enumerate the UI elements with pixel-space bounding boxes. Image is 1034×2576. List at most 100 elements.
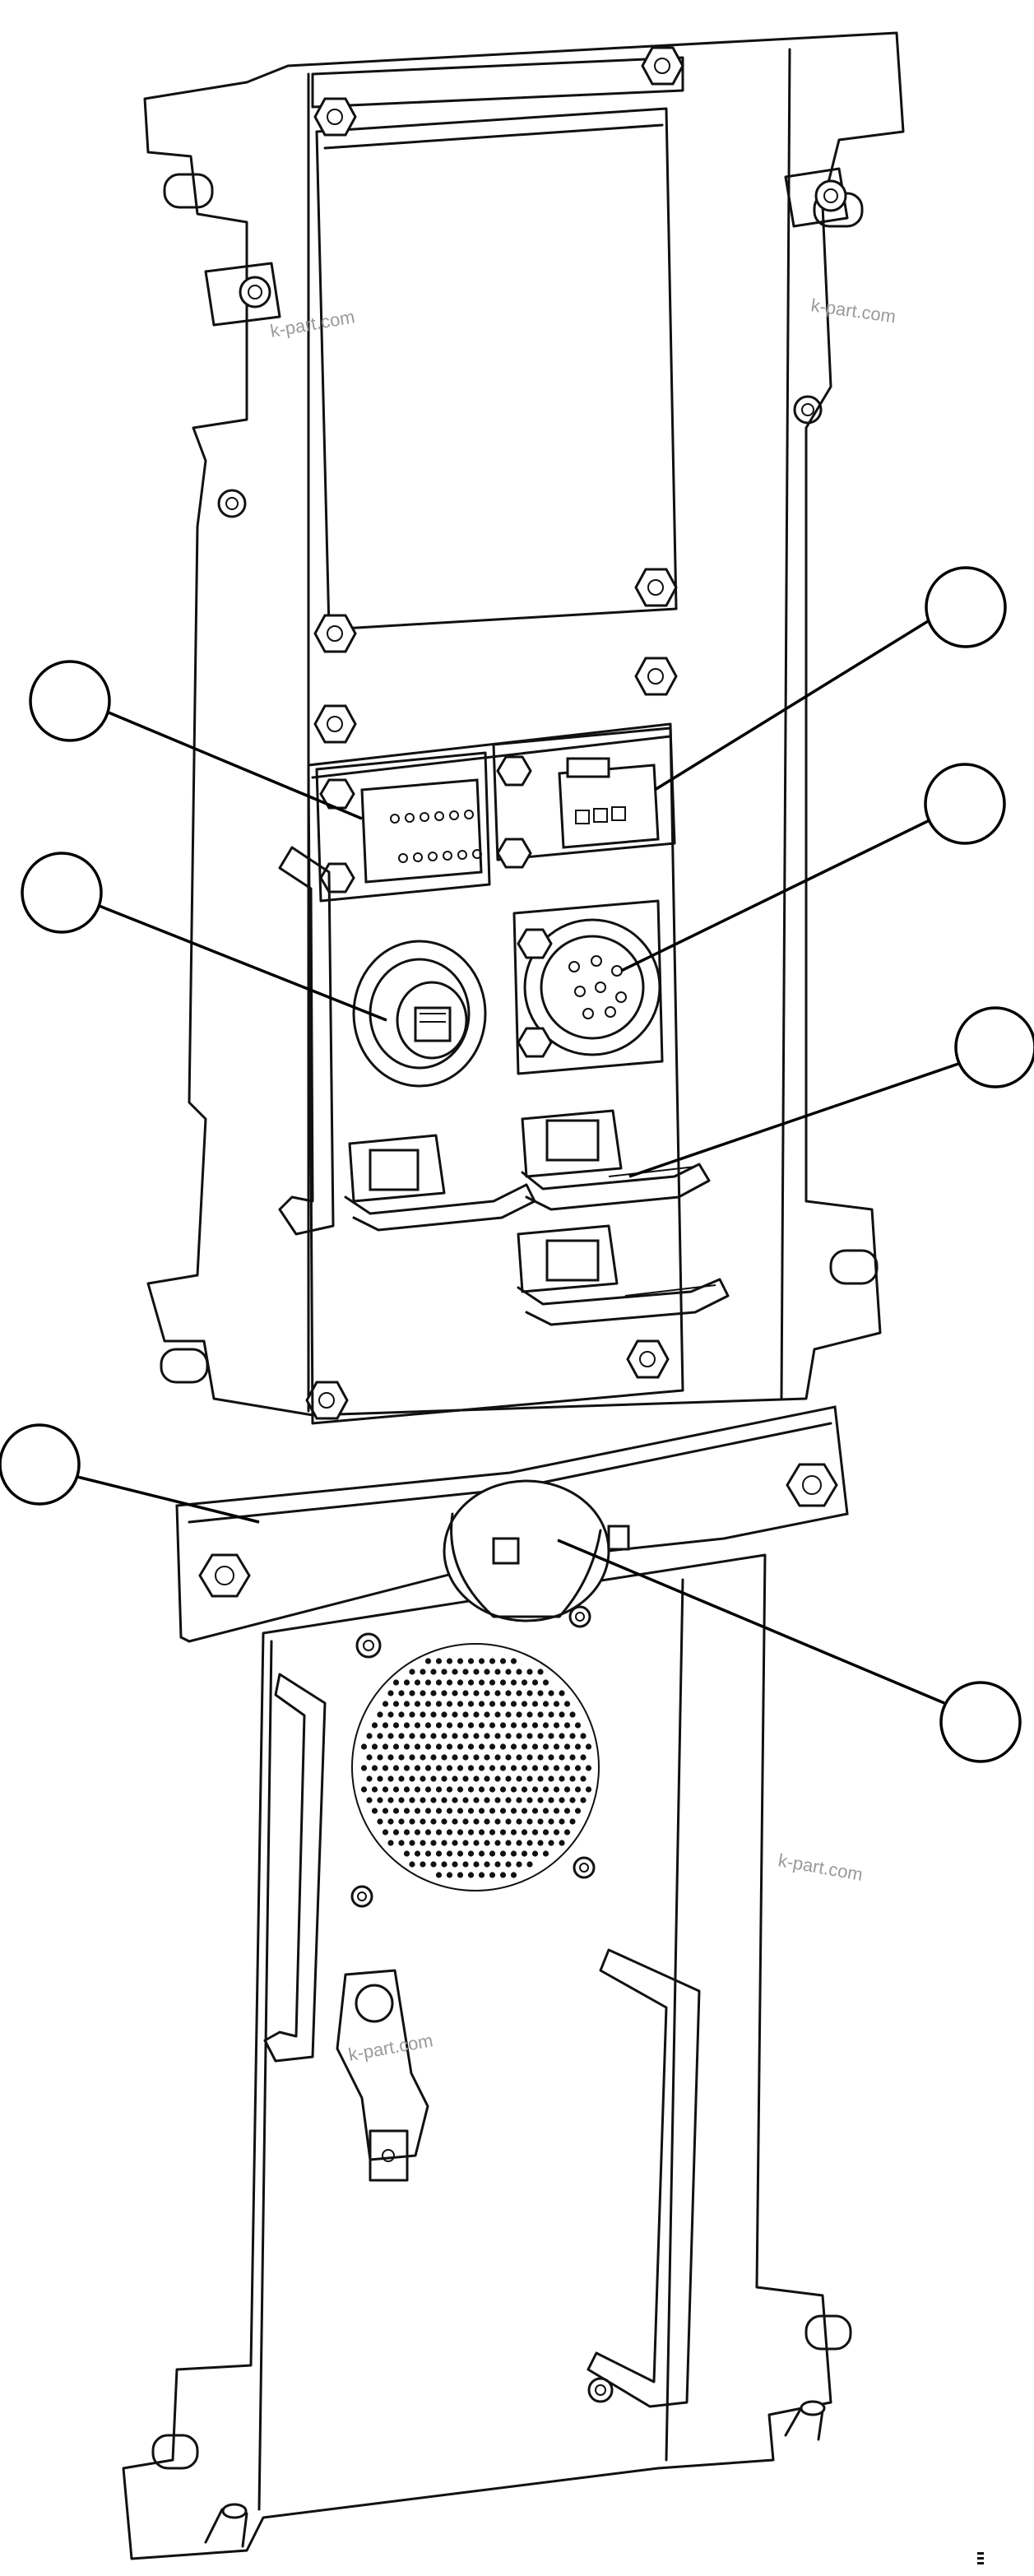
grille-hole xyxy=(392,1786,400,1793)
grille-hole xyxy=(537,1818,544,1825)
grille-hole xyxy=(467,1850,475,1857)
grille-hole xyxy=(473,1754,480,1761)
grille-hole xyxy=(580,1733,587,1739)
grille-hole xyxy=(414,1786,421,1793)
grille-hole xyxy=(398,1754,405,1761)
grille-hole xyxy=(505,1690,512,1696)
grille-hole xyxy=(435,1829,443,1836)
grille-hole xyxy=(542,1829,549,1836)
grille-hole xyxy=(553,1829,560,1836)
grille-hole xyxy=(510,1679,517,1686)
grille-hole xyxy=(441,1711,447,1718)
grille-hole xyxy=(510,1701,517,1707)
grille-hole xyxy=(521,1722,528,1729)
hex-nuts xyxy=(305,46,684,1420)
grille-hole xyxy=(499,1658,507,1664)
grille-hole xyxy=(420,1711,426,1718)
grille-hole xyxy=(446,1872,453,1878)
callout-leader xyxy=(108,711,363,820)
grille-hole xyxy=(548,1690,554,1696)
grille-hole xyxy=(499,1743,507,1750)
grille-hole xyxy=(452,1733,458,1739)
callout-leader xyxy=(628,1061,962,1178)
grille-hole xyxy=(499,1679,507,1686)
grille-hole xyxy=(441,1797,447,1803)
grille-hole xyxy=(574,1743,582,1750)
grille-hole xyxy=(403,1850,410,1857)
grille-hole xyxy=(435,1765,443,1771)
hex-nut xyxy=(313,614,357,653)
callout-balloon xyxy=(924,763,1006,845)
grille-hole xyxy=(484,1690,490,1696)
grille-hole xyxy=(521,1701,528,1707)
grille-hole xyxy=(409,1775,415,1782)
grille-hole xyxy=(387,1797,394,1803)
grille-hole xyxy=(403,1829,410,1836)
grille-hole xyxy=(484,1797,490,1803)
grille-hole xyxy=(553,1722,560,1729)
connector-panel xyxy=(307,722,684,1425)
grille-hole xyxy=(441,1775,447,1782)
grille-hole xyxy=(462,1711,469,1718)
grille-hole xyxy=(430,1711,437,1718)
grille-hole xyxy=(382,1808,389,1814)
hex-nut xyxy=(634,657,678,696)
grille-hole xyxy=(563,1743,571,1750)
grille-hole xyxy=(457,1679,464,1686)
lower-mounting-plate xyxy=(122,1553,852,2560)
grille-hole xyxy=(398,1840,405,1846)
grille-hole xyxy=(382,1829,389,1836)
grille-hole xyxy=(574,1808,582,1814)
grille-hole xyxy=(553,1786,560,1793)
grille-hole xyxy=(542,1808,549,1814)
grille-hole xyxy=(499,1829,507,1836)
grille-hole xyxy=(414,1701,421,1707)
grille-hole xyxy=(398,1797,405,1803)
grille-hole xyxy=(489,1829,496,1836)
grille-hole xyxy=(526,1818,533,1825)
grille-hole xyxy=(462,1754,469,1761)
grille-hole xyxy=(435,1679,443,1686)
grille-hole xyxy=(446,1743,453,1750)
grille-hole xyxy=(521,1743,528,1750)
grille-hole xyxy=(403,1765,410,1771)
grille-hole xyxy=(360,1765,368,1771)
grille-hole xyxy=(569,1733,576,1739)
grille-hole xyxy=(526,1733,533,1739)
grille-hole xyxy=(467,1722,475,1729)
grille-hole xyxy=(478,1701,485,1707)
grille-hole xyxy=(489,1808,496,1814)
grille-hole xyxy=(521,1786,528,1793)
grille-hole xyxy=(398,1690,405,1696)
grille-hole xyxy=(467,1808,475,1814)
speaker-grille xyxy=(351,1643,600,1891)
grille-hole xyxy=(398,1818,405,1825)
grille-hole xyxy=(382,1701,389,1707)
grille-hole xyxy=(521,1850,528,1857)
grille-hole xyxy=(559,1797,565,1803)
grille-hole xyxy=(542,1701,549,1707)
grille-hole xyxy=(441,1818,447,1825)
grille-hole xyxy=(580,1754,587,1761)
grille-hole xyxy=(424,1786,432,1793)
grille-hole xyxy=(542,1765,549,1771)
grille-hole xyxy=(392,1701,400,1707)
grille-hole xyxy=(424,1850,432,1857)
grille-hole xyxy=(435,1850,443,1857)
grille-hole xyxy=(489,1743,496,1750)
rj45-network-jack xyxy=(352,940,487,1088)
grille-hole xyxy=(446,1808,453,1814)
grille-hole xyxy=(548,1711,554,1718)
grille-hole xyxy=(531,1722,539,1729)
grille-hole xyxy=(531,1808,539,1814)
grille-hole xyxy=(377,1711,383,1718)
grille-hole xyxy=(499,1808,507,1814)
grille-hole xyxy=(441,1861,447,1868)
grille-hole xyxy=(505,1840,512,1846)
grille-hole xyxy=(387,1775,394,1782)
watermark-text: k-part.com xyxy=(809,295,897,327)
upper-mounting-plate xyxy=(143,31,905,1417)
grille-hole xyxy=(574,1786,582,1793)
grille-hole xyxy=(499,1850,507,1857)
grille-hole xyxy=(563,1722,571,1729)
